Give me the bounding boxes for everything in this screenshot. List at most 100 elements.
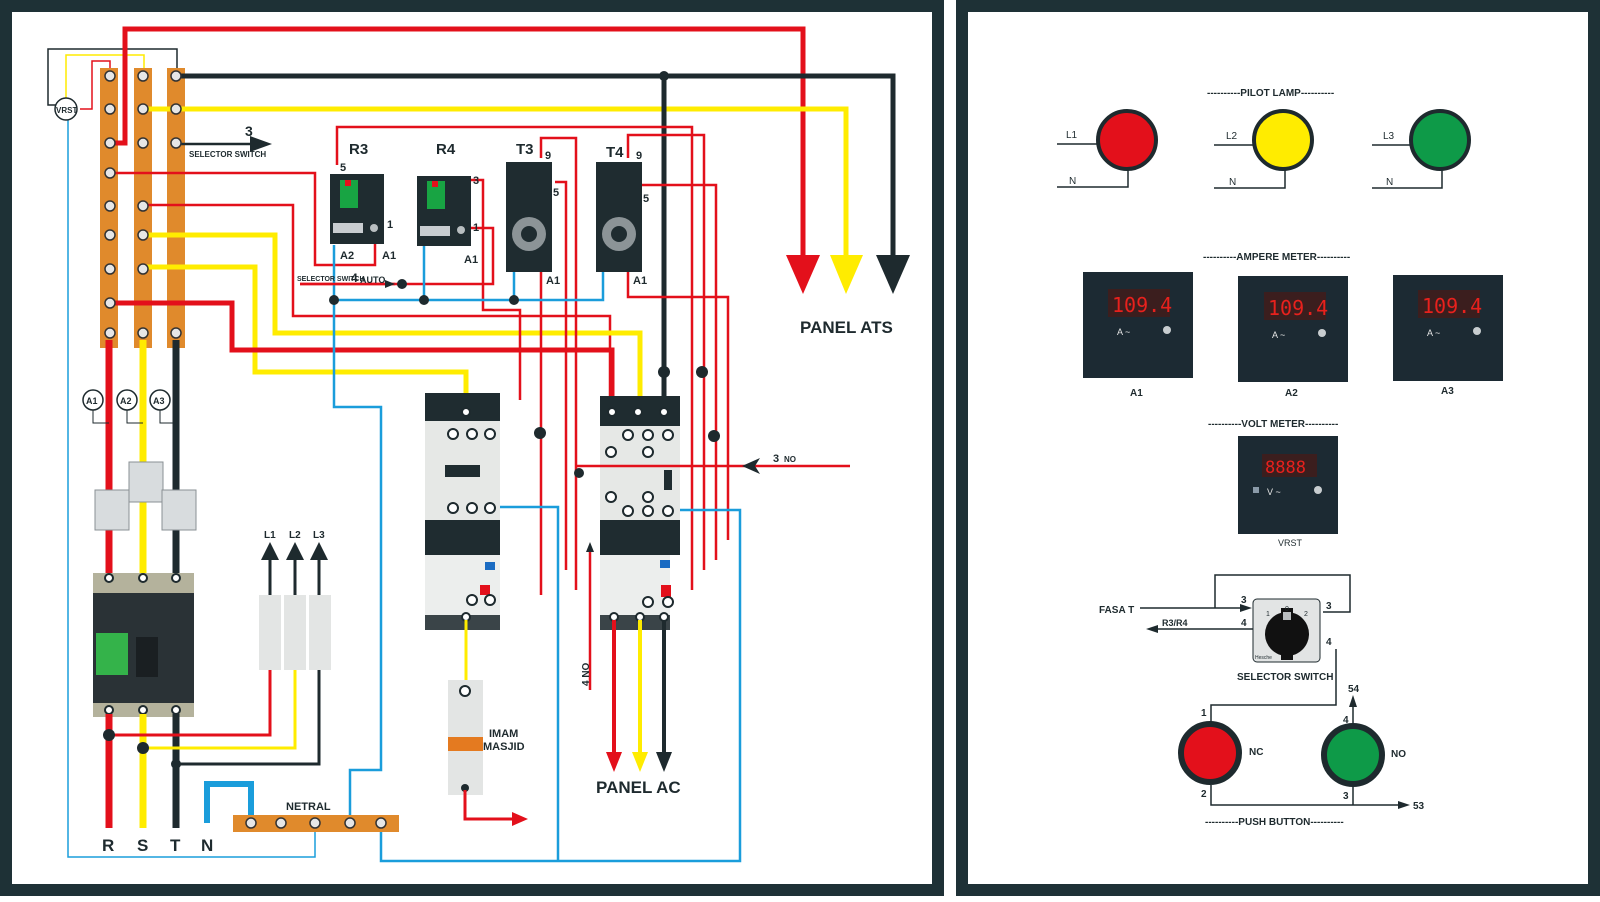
relay-r4-name: R4 xyxy=(436,141,456,158)
wire-t4-a1 xyxy=(626,270,730,540)
push-button-nc[interactable] xyxy=(1178,721,1242,785)
no3-text: NO xyxy=(784,455,796,464)
relay-r3 xyxy=(330,174,384,244)
pilot-l1-label: L1 xyxy=(1066,130,1078,141)
ampere-a3-unit: A ~ xyxy=(1427,328,1440,338)
ats-arrow-t xyxy=(876,255,910,294)
ampere-a3-reading: 109.4 xyxy=(1422,294,1482,318)
wire-s-ats xyxy=(143,106,849,260)
selector-auto-number: 4 xyxy=(351,271,358,285)
mcb-label-l1: L1 xyxy=(264,530,276,541)
selector-pin-out: 4 xyxy=(1241,618,1247,629)
r3r4-label: R3/R4 xyxy=(1162,618,1188,628)
relay-r3-pin-5: 5 xyxy=(340,162,346,174)
arrow-l2 xyxy=(286,542,304,560)
timer-t3-pin-9: 9 xyxy=(545,150,551,162)
junction-s xyxy=(137,742,149,754)
volt-meter-reading: 8888 xyxy=(1265,458,1306,478)
vrst-wire-black xyxy=(47,48,178,106)
ampere-a2-reading: 109.4 xyxy=(1268,296,1328,320)
ac-arrow-r xyxy=(606,752,622,772)
pilot-lamp-l3 xyxy=(1372,109,1471,189)
mcb-imam-arrow xyxy=(512,812,528,826)
fasa-t-arrow xyxy=(1240,604,1252,612)
timer-t4-pin-5: 5 xyxy=(643,193,649,205)
wire-s-c1 xyxy=(143,232,643,400)
contactor-2 xyxy=(600,396,680,630)
no4-arrow xyxy=(586,542,594,552)
panel-ac-label: PANEL AC xyxy=(596,778,681,797)
wire-r4-1 xyxy=(300,226,495,286)
relay-r4-pin-a1: A1 xyxy=(464,254,478,266)
volt-meter xyxy=(1238,436,1338,534)
out-54-label: 54 xyxy=(1348,684,1360,695)
mccb-main-breaker xyxy=(93,573,194,717)
junction-dots xyxy=(329,71,720,478)
mcb-label-l2: L2 xyxy=(289,530,301,541)
timer-t3 xyxy=(506,162,552,272)
r3r4-arrow xyxy=(1146,625,1158,633)
ampere-meter-a1 xyxy=(1083,272,1193,378)
selector-switch xyxy=(1252,598,1321,663)
timer-t4-pin-9: 9 xyxy=(636,150,642,162)
ampere-a2-label: A2 xyxy=(1285,388,1298,399)
ampere-meter-a2 xyxy=(1238,276,1348,382)
out-53-label: 53 xyxy=(1413,801,1425,812)
arrow-l1 xyxy=(261,542,279,560)
vrst-wire-red xyxy=(80,60,111,110)
selector-3-number: 3 xyxy=(245,123,253,139)
ac-arrow-s xyxy=(632,752,648,772)
ats-arrow-r xyxy=(786,255,820,294)
ac-arrow-t xyxy=(656,752,672,772)
wire-r-c2 xyxy=(109,300,615,400)
relay-r4 xyxy=(417,176,471,246)
vrst-neutral-wire xyxy=(67,118,316,858)
wire-r-relay xyxy=(109,171,377,267)
vrst-wire-yellow xyxy=(65,54,145,98)
ampere-a1-label: A1 xyxy=(1130,388,1143,399)
mcb-feed-t xyxy=(176,670,321,766)
phase-label-n: N xyxy=(201,836,213,855)
selector-auto-label: SELECTOR SWITCH xyxy=(297,276,365,283)
mcb-feed-s xyxy=(143,670,297,750)
push-button-no[interactable] xyxy=(1321,723,1385,787)
fuse-blocks xyxy=(94,461,197,531)
timer-t4 xyxy=(596,162,642,272)
pb-no-label: NO xyxy=(1391,749,1406,760)
busbar-t xyxy=(167,68,185,348)
pilot-l2-n: N xyxy=(1229,177,1236,188)
selector-pos-0: 0 xyxy=(1285,606,1289,613)
pb-wire-bottom xyxy=(1210,785,1400,806)
no3-number: 3 xyxy=(773,453,779,465)
out-54-arrow xyxy=(1349,695,1357,707)
out-53-arrow xyxy=(1398,801,1410,809)
selector-pos-2: 2 xyxy=(1304,611,1308,618)
pilot-lamp-title: ----------PILOT LAMP---------- xyxy=(1207,88,1334,99)
neutral-bar-label: NETRAL xyxy=(286,801,331,813)
relay-r3-pin-a2: A2 xyxy=(340,250,354,262)
junction-r xyxy=(103,729,115,741)
wire-r-ats xyxy=(109,26,806,260)
phase-label-t: T xyxy=(170,836,181,855)
pilot-l3-label: L3 xyxy=(1383,131,1395,142)
arrow-l3 xyxy=(310,542,328,560)
ammeter-ct-a2 xyxy=(116,389,143,424)
ammeter-ct-a1 xyxy=(82,389,109,424)
neutral-c1 xyxy=(490,505,560,861)
wire-r4-3 xyxy=(468,178,522,400)
relay-r4-pin-1: 1 xyxy=(473,222,479,234)
phase-label-s: S xyxy=(137,836,148,855)
ampere-meter-title: ----------AMPERE METER---------- xyxy=(1203,252,1350,263)
pb-nc-pin-top: 1 xyxy=(1201,708,1207,719)
timer-t3-name: T3 xyxy=(516,141,534,158)
ampere-a2-unit: A ~ xyxy=(1272,330,1285,340)
timer-t4-name: T4 xyxy=(606,144,624,161)
no4-label: 4 NO xyxy=(581,662,592,686)
pilot-lamp-l1 xyxy=(1057,109,1158,188)
neutral-c2 xyxy=(379,508,742,863)
contactor-1-terminals xyxy=(447,407,496,622)
wire-relay-top xyxy=(335,125,694,590)
phase-label-r: R xyxy=(102,836,114,855)
volt-meter-title: ----------VOLT METER---------- xyxy=(1208,419,1338,430)
